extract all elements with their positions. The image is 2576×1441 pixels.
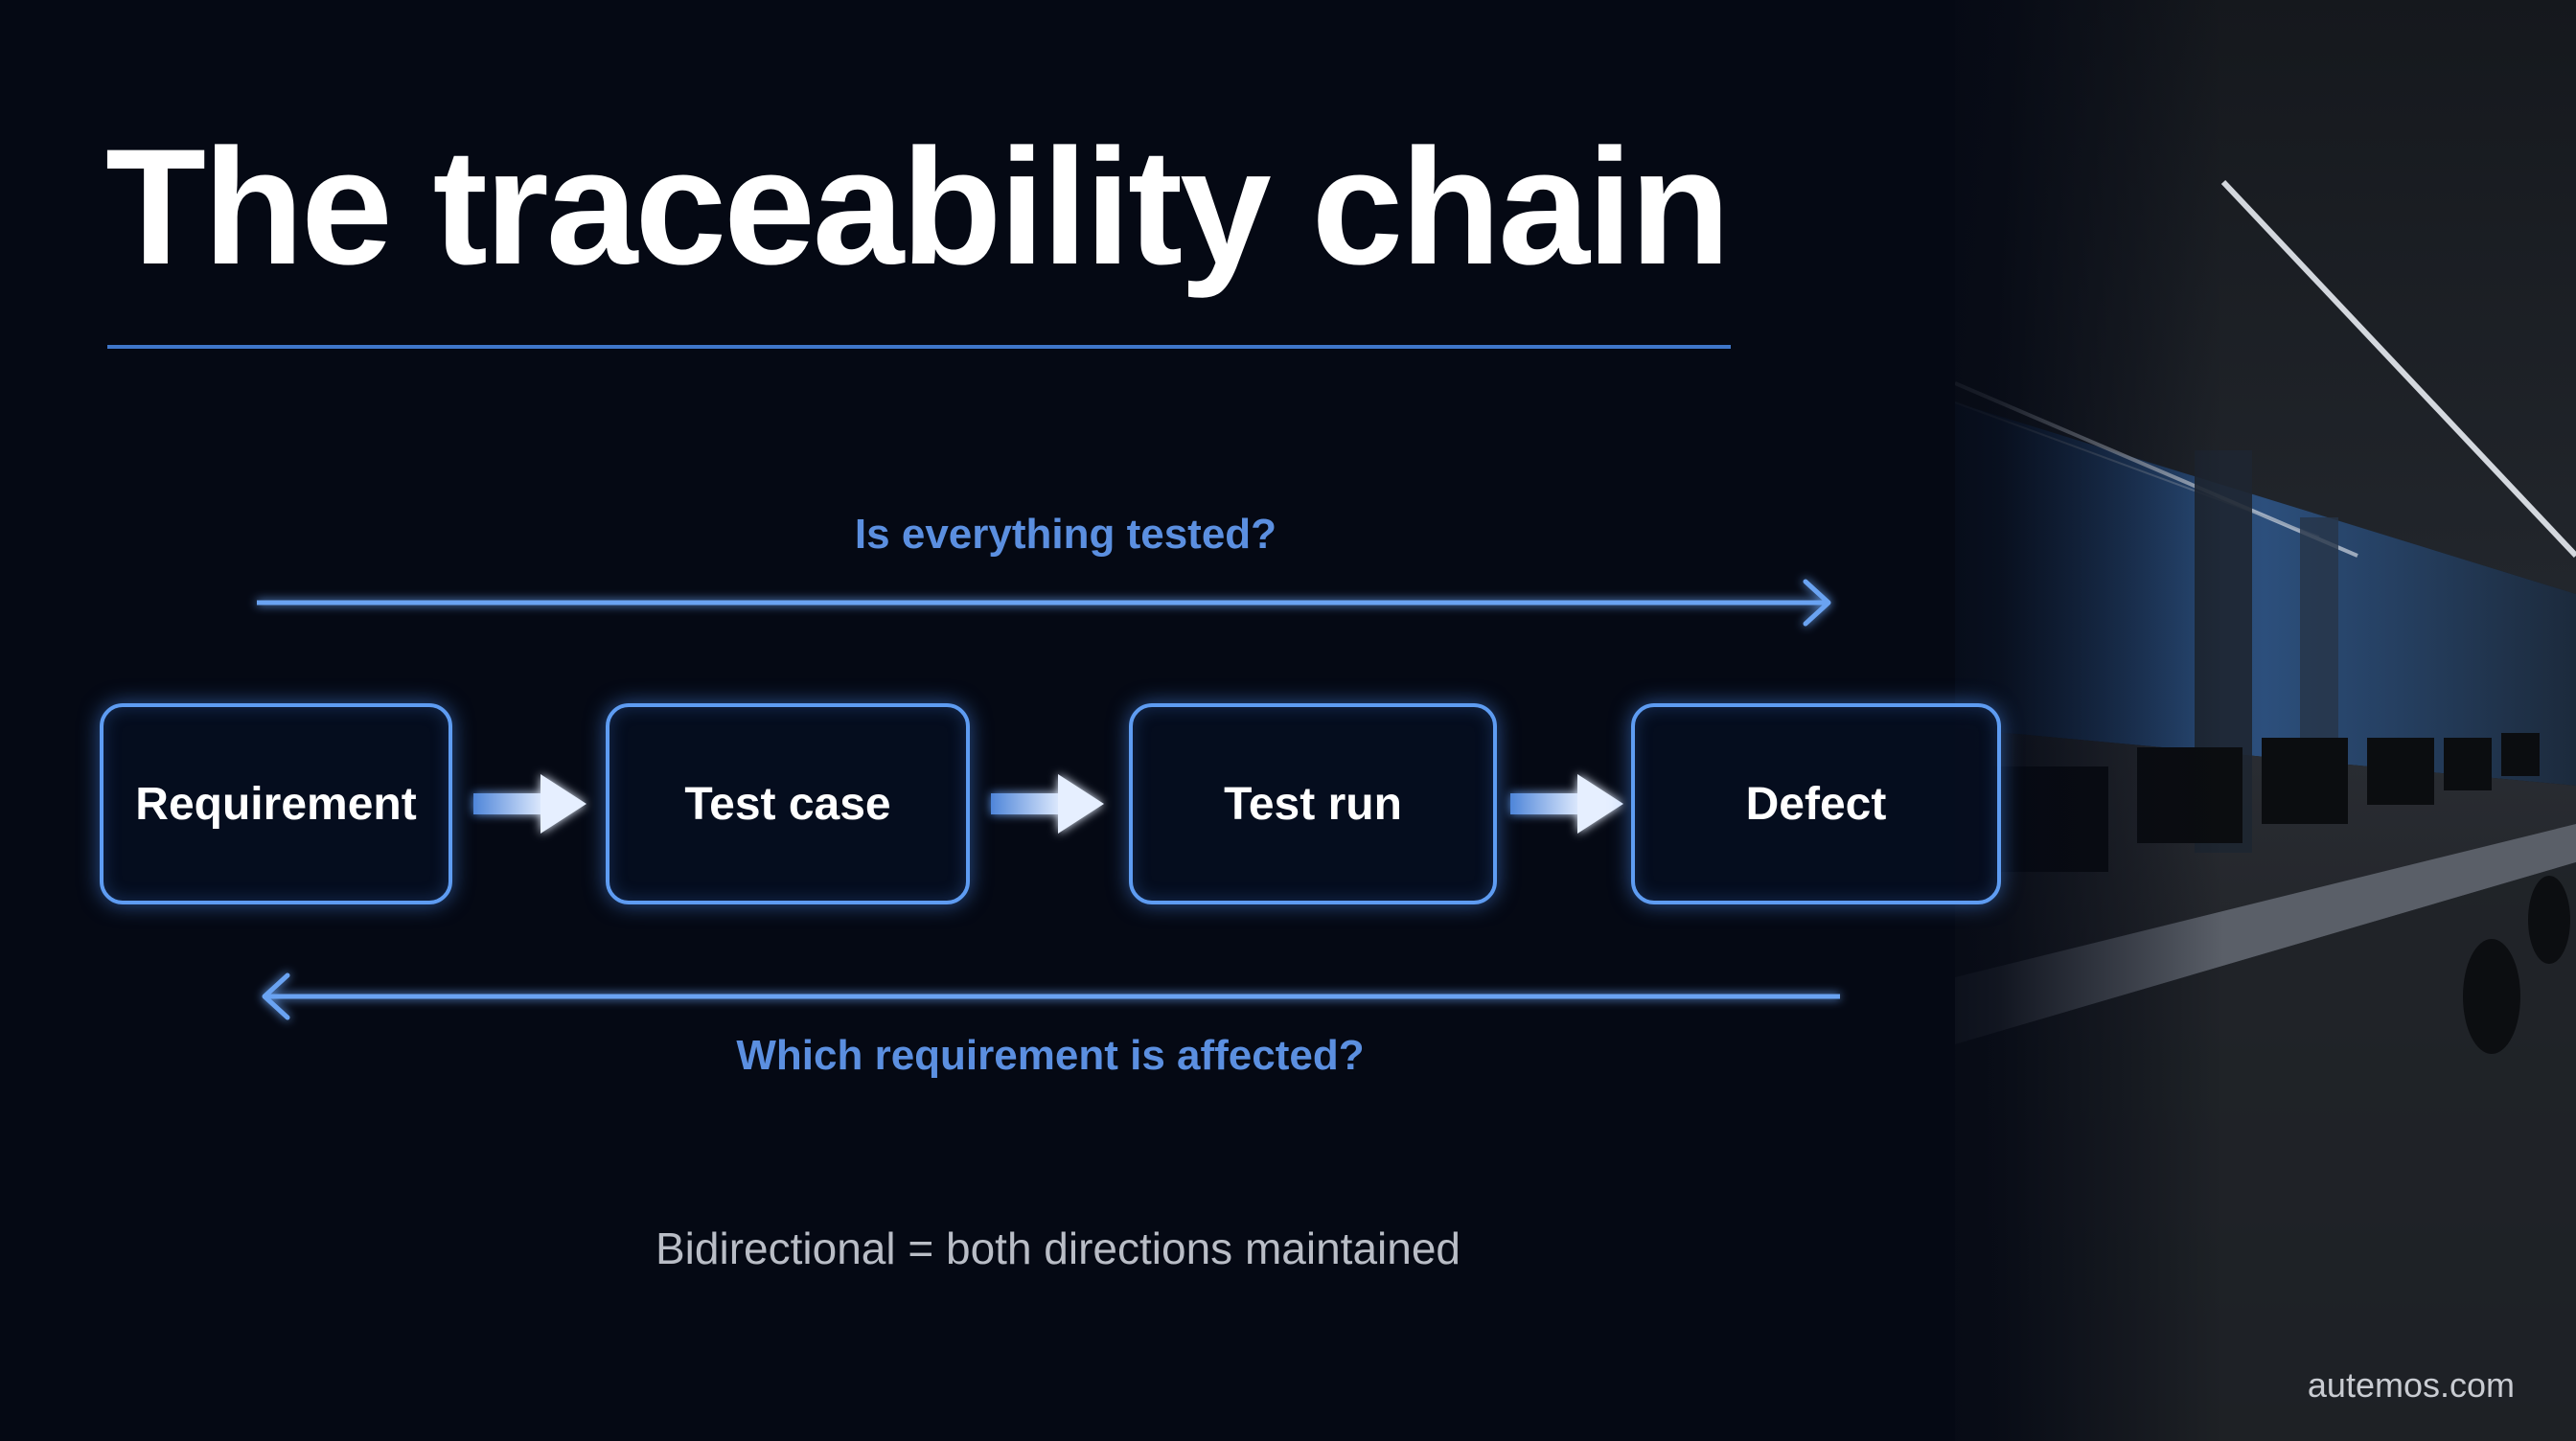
node-label: Requirement (135, 778, 417, 830)
flow-arrows (257, 579, 1840, 1020)
node-label: Test case (684, 778, 891, 830)
backward-arrow (262, 972, 1840, 1020)
forward-arrow (257, 579, 1831, 627)
right-arrow-icon (991, 774, 1104, 834)
right-arrow-icon (473, 774, 586, 834)
footnote: Bidirectional = both directions maintain… (656, 1224, 1460, 1273)
forward-question: Is everything tested? (854, 511, 1277, 558)
node-test-case: Test case (606, 703, 970, 904)
node-requirement: Requirement (100, 703, 452, 904)
node-test-run: Test run (1129, 703, 1497, 904)
node-label: Test run (1224, 778, 1402, 830)
node-label: Defect (1745, 778, 1887, 830)
title-underline (107, 345, 1731, 349)
backward-question: Which requirement is affected? (736, 1032, 1365, 1079)
office-background-photo (1955, 0, 2576, 1441)
node-defect: Defect (1631, 703, 2001, 904)
slide-title: The traceability chain (105, 115, 1731, 299)
watermark: autemos.com (2307, 1365, 2515, 1405)
right-arrow-icon (1510, 774, 1623, 834)
